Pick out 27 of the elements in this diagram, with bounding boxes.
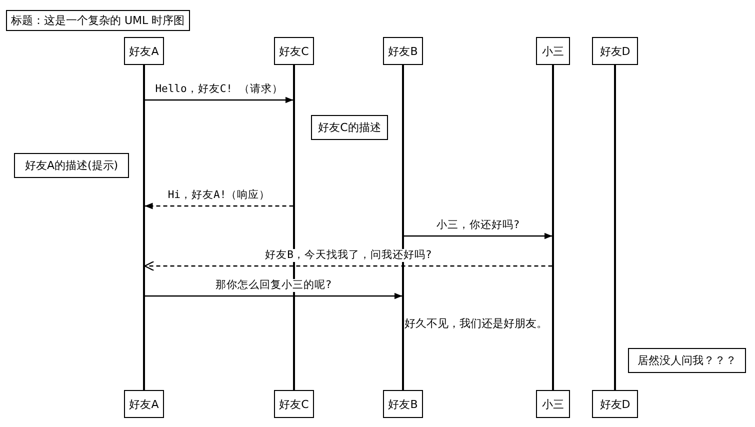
lifeline [293,65,295,390]
participant-box: 好友D [592,390,638,418]
lifeline [552,65,554,390]
note-box: 好友A的描述(提示) [14,153,129,178]
participant-box: 好友C [274,390,314,418]
participant-box: 好友B [383,37,423,65]
participant-box: 好友A [124,390,164,418]
participant-box: 好友C [274,37,314,65]
note-box: 居然没人问我？？？ [628,348,746,373]
lifeline [614,65,616,390]
message-arrow [144,202,294,210]
message-arrow [144,260,552,272]
lifeline [143,65,145,390]
message-arrow [144,96,294,104]
edge-label: 那你怎么回复小三的呢? [213,279,334,292]
participant-box: 好友B [383,390,423,418]
note-box: 好友C的描述 [311,115,388,140]
participant-box: 好友D [592,37,638,65]
edge-label: 小三，你还好吗? [434,219,522,232]
participant-box: 小三 [536,390,570,418]
edge-label: 好友B，今天找我了，问我还好吗? [263,249,434,262]
lifeline [402,65,404,390]
diagram-title: 标题：这是一个复杂的 UML 时序图 [6,10,190,31]
message-arrow [404,232,552,240]
participant-box: 好友A [124,37,164,65]
participant-box: 小三 [536,37,570,65]
message-arrow [144,292,402,300]
